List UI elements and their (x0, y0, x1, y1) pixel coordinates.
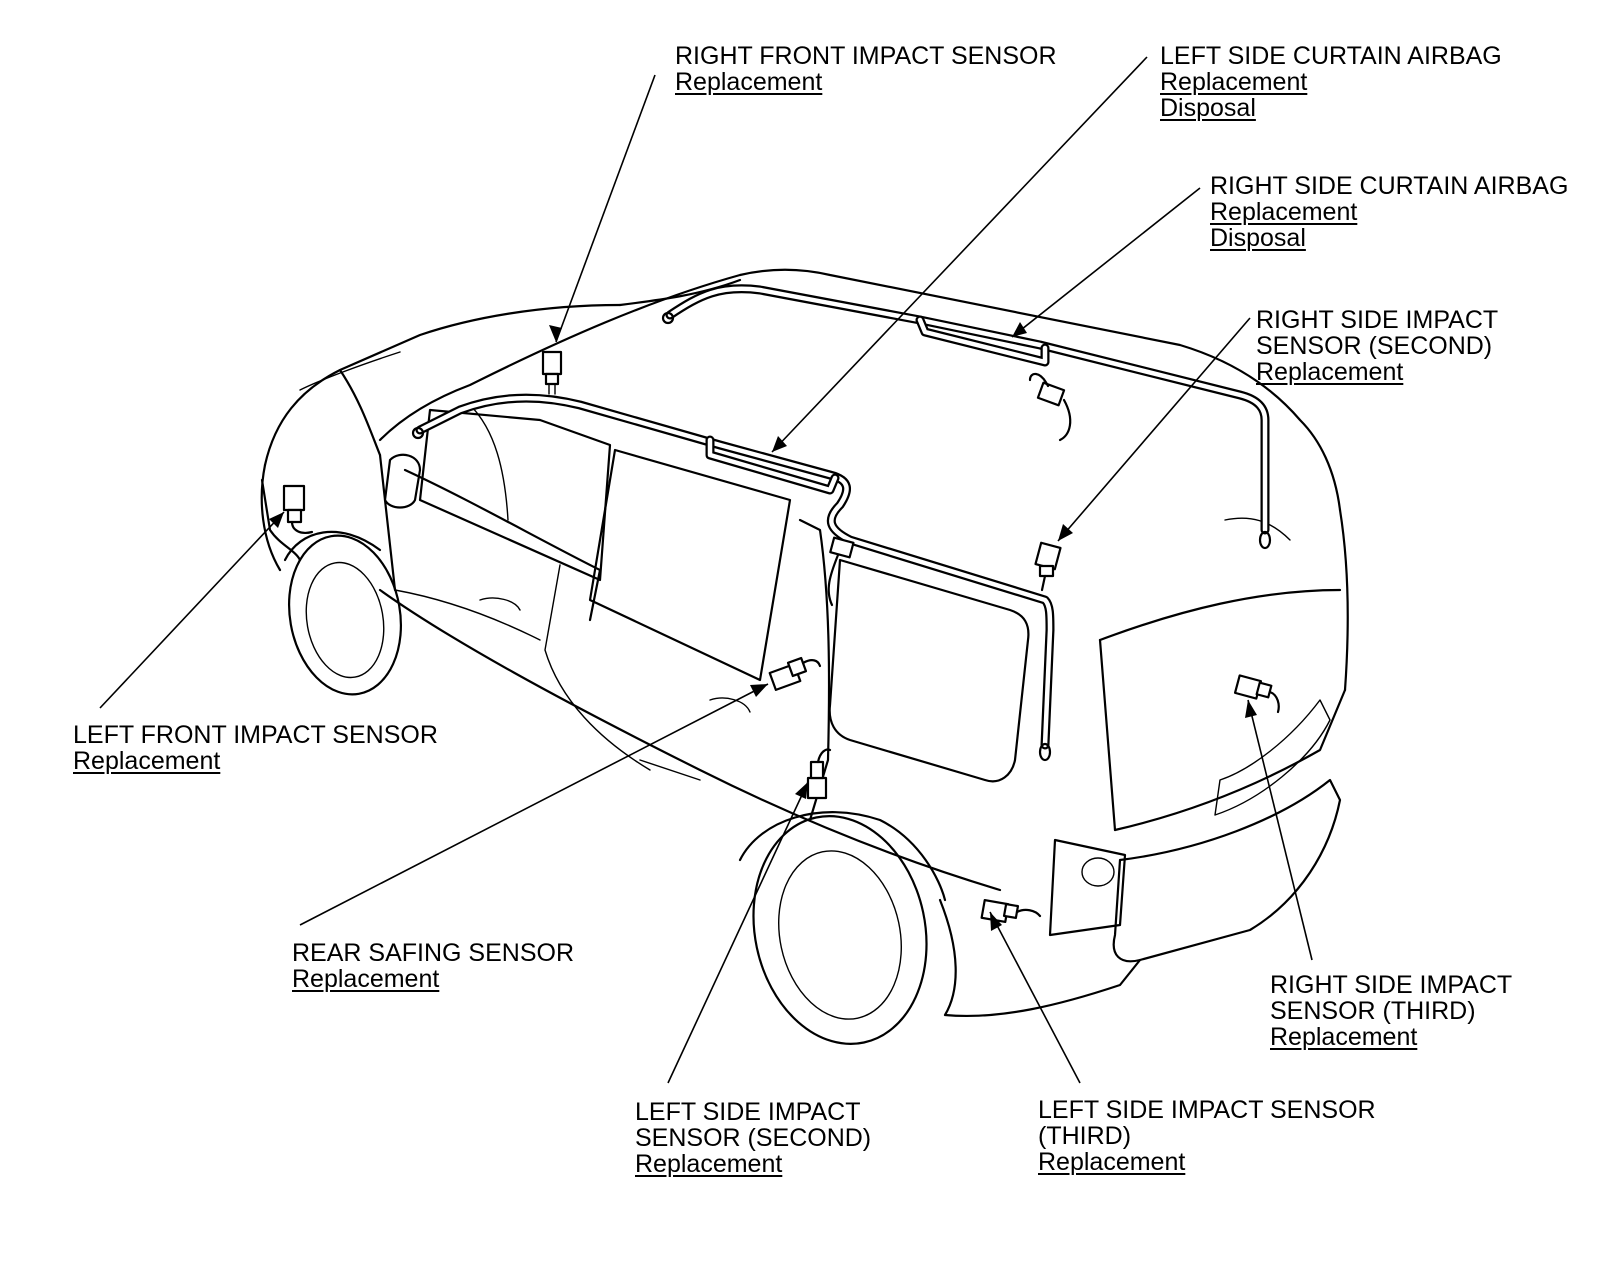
label-left-side-impact-sensor-third: LEFT SIDE IMPACT SENSOR (THIRD) Replacem… (1038, 1097, 1376, 1175)
label-title-line-2: SENSOR (SECOND) (635, 1124, 872, 1152)
label-title-line-1: RIGHT SIDE IMPACT (1256, 306, 1499, 334)
rear-safing-sensor-part (768, 656, 822, 692)
disposal-link[interactable]: Disposal (1160, 94, 1256, 122)
replacement-link[interactable]: Replacement (1210, 198, 1358, 226)
replacement-link[interactable]: Replacement (73, 747, 221, 775)
label-right-side-impact-sensor-third: RIGHT SIDE IMPACT SENSOR (THIRD) Replace… (1270, 972, 1512, 1050)
left-side-curtain-airbag-harness (411, 393, 1055, 762)
leader-left-side-impact-third (989, 911, 1081, 1084)
right-side-curtain-connector-part (1028, 372, 1072, 442)
right-side-curtain-airbag-harness (661, 284, 1272, 550)
label-title-line-2: SENSOR (THIRD) (1270, 997, 1476, 1025)
leader-left-front-impact (99, 511, 285, 709)
label-right-side-impact-sensor-second: RIGHT SIDE IMPACT SENSOR (SECOND) Replac… (1256, 307, 1498, 385)
arrowhead-left-side-impact-third (990, 912, 1002, 931)
right-side-impact-sensor-third-part (1233, 674, 1280, 714)
leader-left-side-curtain (771, 56, 1148, 453)
label-title-line-2: (THIRD) (1038, 1122, 1132, 1150)
leader-right-side-impact-third (1247, 699, 1313, 961)
label-title: REAR SAFING SENSOR (292, 939, 574, 967)
arrowhead-left-side-curtain (772, 436, 787, 452)
disposal-link[interactable]: Disposal (1210, 224, 1306, 252)
arrowhead-right-front-impact (549, 325, 562, 342)
arrowhead-left-side-impact-second (795, 782, 808, 799)
vehicle-body (260, 268, 1349, 1045)
replacement-link[interactable]: Replacement (675, 68, 823, 96)
left-side-curtain-connector-part (827, 536, 855, 607)
label-left-side-impact-sensor-second: LEFT SIDE IMPACT SENSOR (SECOND) Replace… (635, 1099, 871, 1177)
replacement-link[interactable]: Replacement (1270, 1023, 1418, 1051)
label-right-front-impact-sensor: RIGHT FRONT IMPACT SENSOR Replacement (675, 43, 1057, 95)
label-title-line-1: RIGHT SIDE IMPACT (1270, 971, 1513, 999)
label-title: LEFT SIDE CURTAIN AIRBAG (1160, 42, 1502, 70)
arrowhead-left-front-impact (269, 512, 284, 528)
leader-right-front-impact (555, 74, 656, 343)
leader-rear-safing (299, 683, 769, 926)
replacement-link[interactable]: Replacement (292, 965, 440, 993)
leader-right-side-curtain (1011, 187, 1201, 338)
label-title-line-1: LEFT SIDE IMPACT SENSOR (1038, 1096, 1376, 1124)
arrowhead-right-side-impact-second (1058, 524, 1073, 541)
replacement-link[interactable]: Replacement (1256, 358, 1404, 386)
label-title-line-1: LEFT SIDE IMPACT (635, 1098, 861, 1126)
replacement-link[interactable]: Replacement (635, 1150, 783, 1178)
right-side-impact-sensor-second-part (1034, 541, 1062, 592)
label-title: RIGHT SIDE CURTAIN AIRBAG (1210, 172, 1569, 200)
label-title: LEFT FRONT IMPACT SENSOR (73, 721, 438, 749)
label-title: RIGHT FRONT IMPACT SENSOR (675, 42, 1057, 70)
left-front-impact-sensor-part (282, 484, 314, 534)
label-left-side-curtain-airbag: LEFT SIDE CURTAIN AIRBAG Replacement Dis… (1160, 43, 1502, 121)
replacement-link[interactable]: Replacement (1038, 1148, 1186, 1176)
right-front-impact-sensor-part (541, 350, 563, 395)
arrowhead-rear-safing (750, 684, 768, 697)
arrowhead-right-side-impact-third (1245, 700, 1257, 718)
arrowhead-right-side-curtain (1012, 322, 1027, 337)
left-side-impact-sensor-second-part (806, 748, 832, 800)
left-side-impact-sensor-third-part (980, 898, 1042, 924)
label-title-line-2: SENSOR (SECOND) (1256, 332, 1493, 360)
replacement-link[interactable]: Replacement (1160, 68, 1308, 96)
leader-right-side-impact-second (1057, 317, 1251, 542)
label-left-front-impact-sensor: LEFT FRONT IMPACT SENSOR Replacement (73, 722, 438, 774)
label-rear-safing-sensor: REAR SAFING SENSOR Replacement (292, 940, 574, 992)
leader-left-side-impact-second (667, 781, 809, 1084)
label-right-side-curtain-airbag: RIGHT SIDE CURTAIN AIRBAG Replacement Di… (1210, 173, 1568, 251)
leader-lines (99, 56, 1313, 1084)
